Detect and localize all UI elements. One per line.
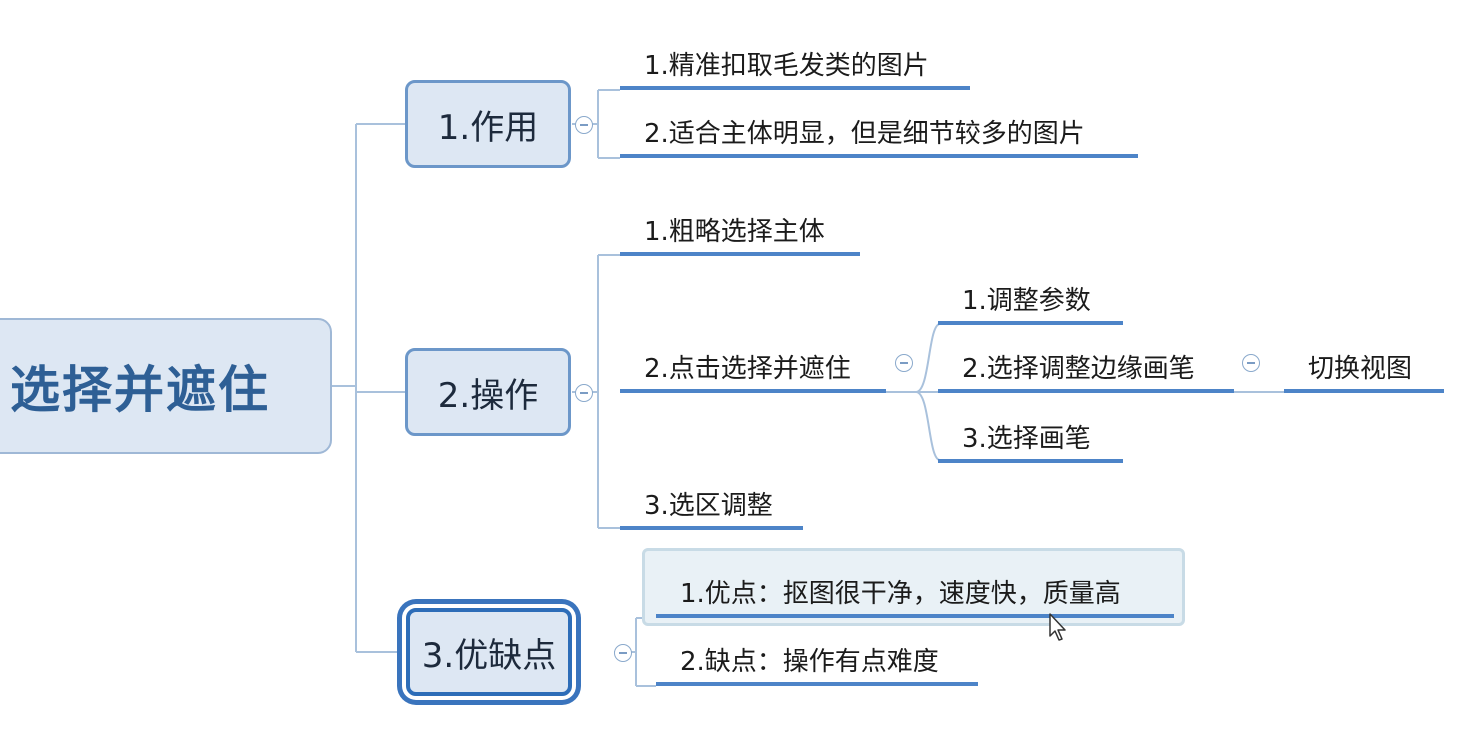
leaf-node-pros[interactable]: 1.优点：抠图很干净，速度快，质量高	[656, 578, 1174, 618]
leaf-label: 2.选择调整边缘画笔	[962, 354, 1195, 384]
leaf-label: 1.粗略选择主体	[644, 217, 825, 247]
leaf-label: 1.调整参数	[962, 286, 1091, 316]
leaf-underline	[938, 321, 1123, 325]
leaf-label: 1.优点：抠图很干净，速度快，质量高	[680, 579, 1121, 609]
leaf-node-edge-brush[interactable]: 2.选择调整边缘画笔	[938, 353, 1234, 393]
leaf-underline	[620, 86, 970, 90]
leaf-node-operation-2[interactable]: 2.点击选择并遮住	[620, 353, 886, 393]
leaf-node-switch-view[interactable]: 切换视图	[1284, 353, 1444, 393]
leaf-label: 切换视图	[1308, 354, 1413, 384]
leaf-underline	[620, 154, 1138, 158]
leaf-underline	[620, 526, 803, 530]
leaf-label: 1.精准扣取毛发类的图片	[644, 51, 929, 81]
leaf-label: 2.缺点：操作有点难度	[680, 647, 939, 677]
leaf-node-adjust-params[interactable]: 1.调整参数	[938, 285, 1123, 325]
leaf-label: 3.选择画笔	[962, 424, 1091, 454]
leaf-underline	[656, 614, 1174, 618]
mouse-cursor-icon	[1049, 613, 1066, 641]
connector-op-2-children	[885, 323, 941, 461]
branch-label: 1.作用	[437, 107, 539, 148]
leaf-underline	[938, 389, 1234, 393]
leaf-label: 2.适合主体明显，但是细节较多的图片	[644, 119, 1085, 149]
leaf-node-purpose-1[interactable]: 1.精准扣取毛发类的图片	[620, 50, 970, 90]
leaf-node-select-brush[interactable]: 3.选择画笔	[938, 423, 1123, 463]
branch-label: 2.操作	[437, 375, 539, 416]
branch-node-operation[interactable]: 2.操作	[405, 348, 571, 436]
leaf-underline	[938, 459, 1123, 463]
branch-node-pros-cons[interactable]: 3.优缺点	[406, 608, 572, 696]
branch-node-purpose[interactable]: 1.作用	[405, 80, 571, 168]
leaf-node-operation-3[interactable]: 3.选区调整	[620, 490, 803, 530]
root-node[interactable]: 选择并遮住	[0, 318, 332, 454]
leaf-underline	[620, 252, 860, 256]
leaf-node-operation-1[interactable]: 1.粗略选择主体	[620, 216, 860, 256]
root-label: 选择并遮住	[10, 361, 270, 419]
leaf-label: 2.点击选择并遮住	[644, 354, 851, 384]
collapse-icon[interactable]	[575, 384, 593, 402]
leaf-hover-highlight	[642, 548, 1185, 626]
branch-label: 3.优缺点	[421, 635, 557, 676]
collapse-icon[interactable]	[575, 116, 593, 134]
leaf-node-purpose-2[interactable]: 2.适合主体明显，但是细节较多的图片	[620, 118, 1138, 158]
collapse-icon[interactable]	[1242, 354, 1260, 372]
leaf-underline	[620, 389, 886, 393]
leaf-underline	[1284, 389, 1444, 393]
leaf-node-cons[interactable]: 2.缺点：操作有点难度	[656, 646, 978, 686]
leaf-label: 3.选区调整	[644, 491, 773, 521]
leaf-underline	[656, 682, 978, 686]
collapse-icon[interactable]	[614, 644, 632, 662]
collapse-icon[interactable]	[895, 354, 913, 372]
